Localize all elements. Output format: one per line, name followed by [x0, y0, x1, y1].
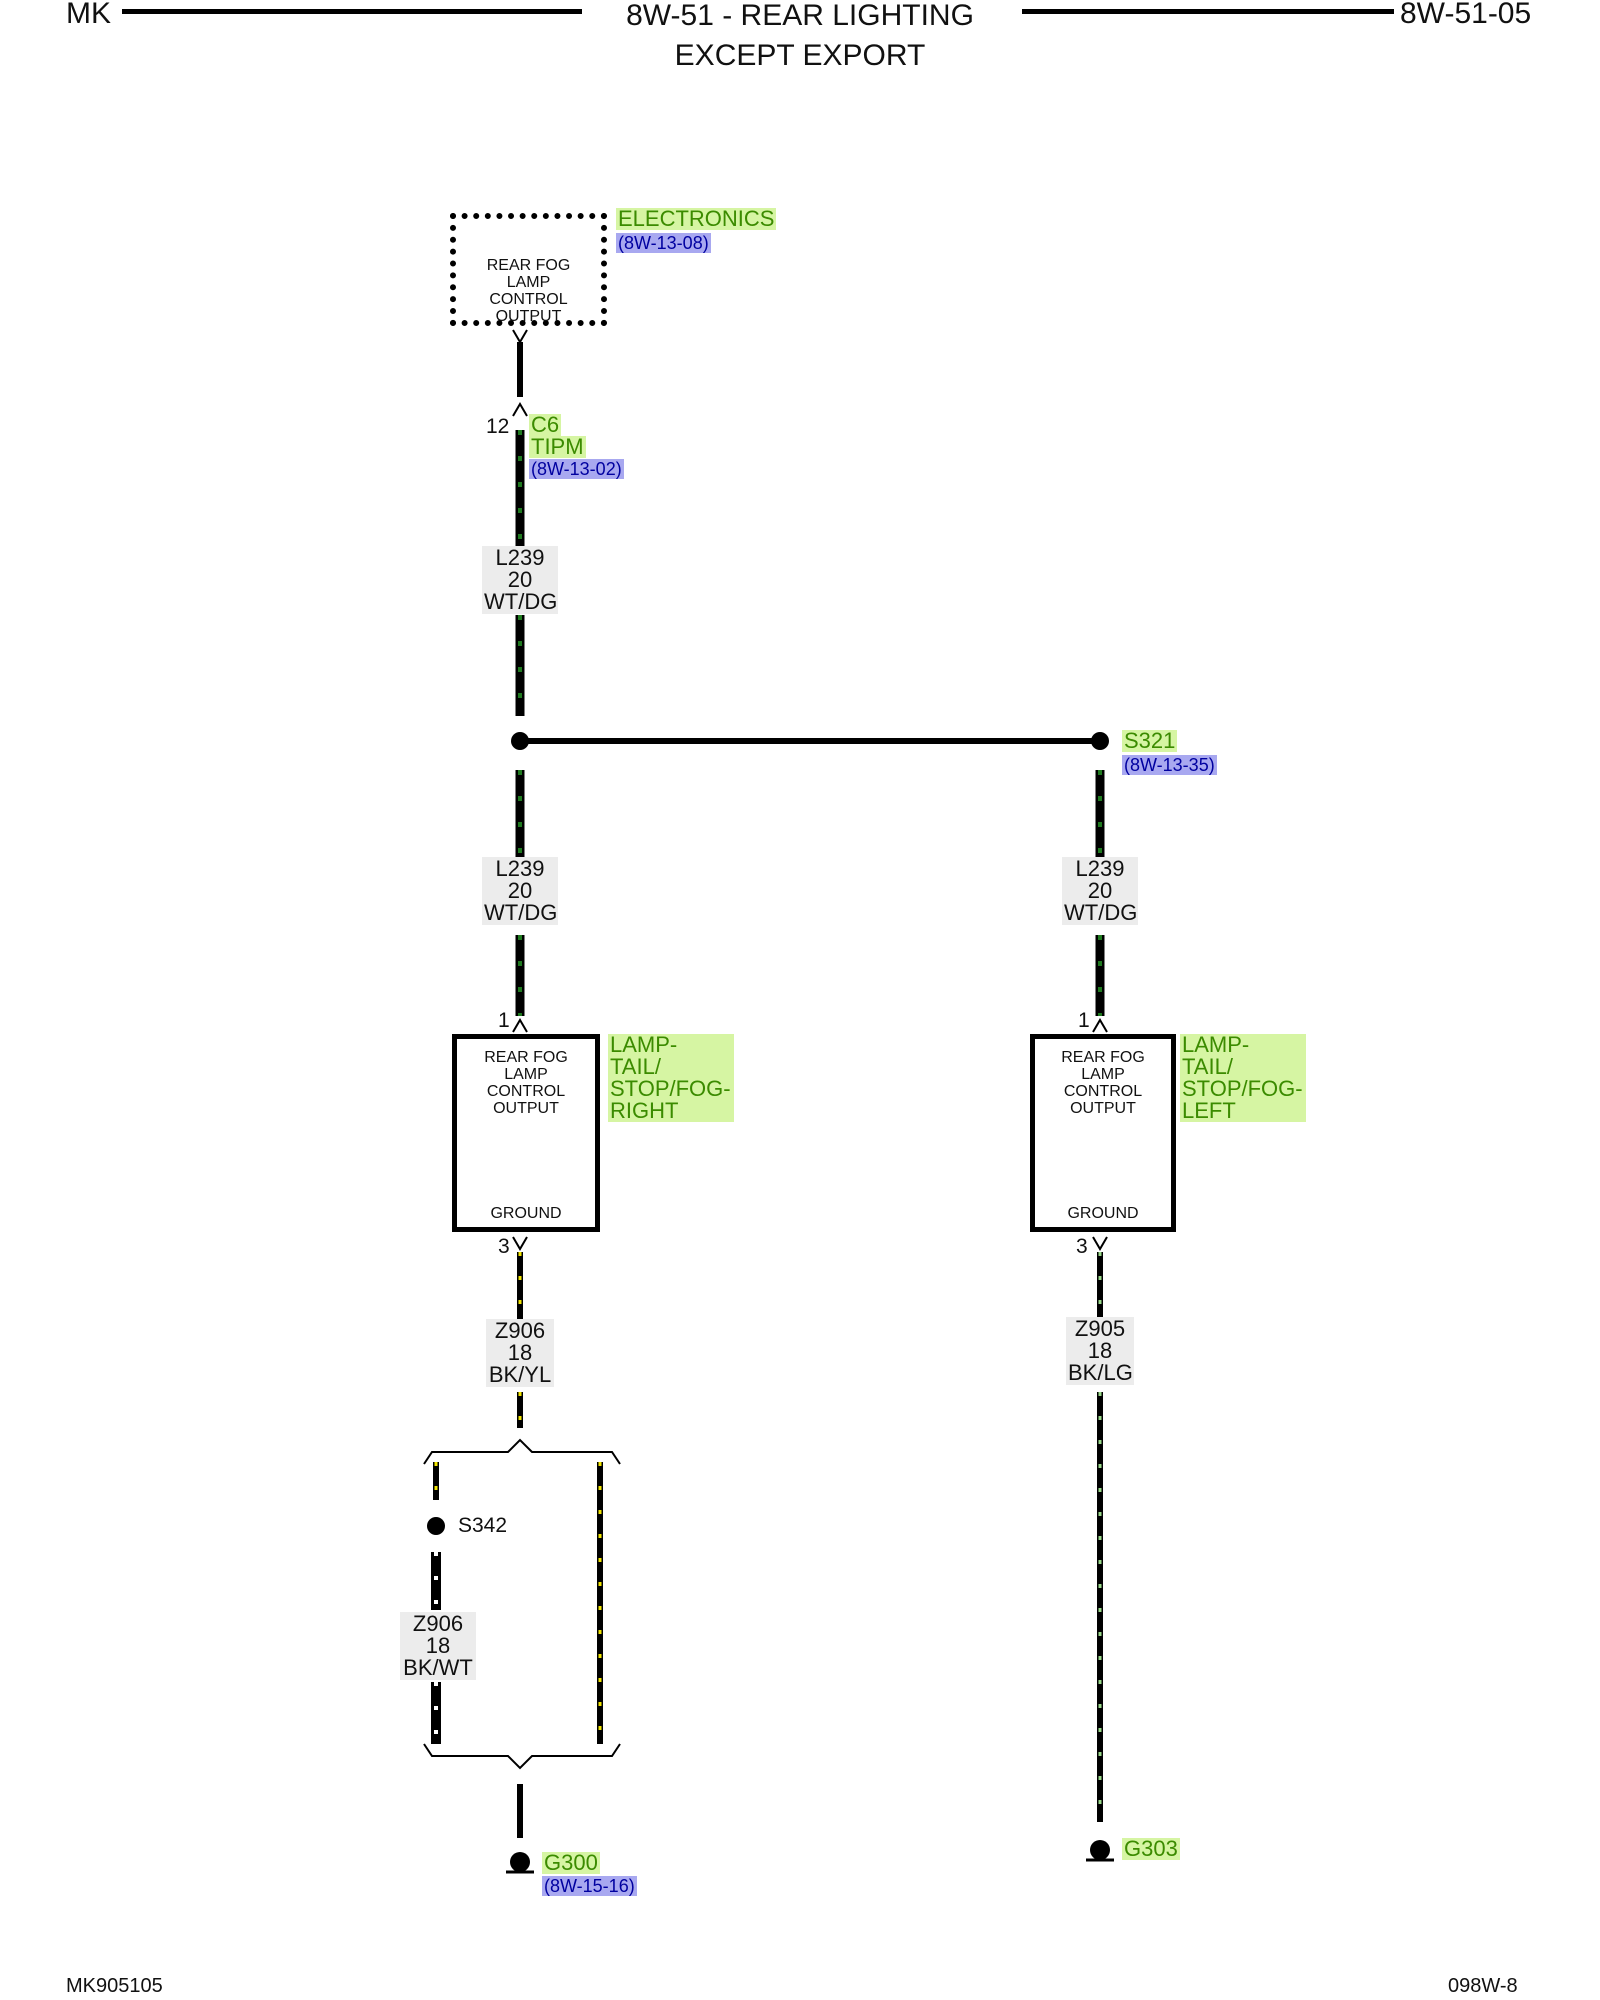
- header-rule-right: [1022, 9, 1394, 14]
- wire-gauge: 18: [425, 1633, 451, 1658]
- electronics-box-line: CONTROL: [489, 291, 568, 308]
- electronics-box-line: OUTPUT: [495, 308, 562, 325]
- wire-color: BK/WT: [403, 1655, 473, 1680]
- lamp-label-line: LEFT: [1182, 1098, 1236, 1123]
- wire-label-z905: Z905 18 BK/LG: [1066, 1317, 1134, 1385]
- lamp-right-pin-in: 1: [498, 1009, 510, 1032]
- ground-dot-g300: [510, 1852, 530, 1872]
- lamp-label-line: LAMP-: [1182, 1032, 1250, 1057]
- electronics-ref-link[interactable]: (8W-13-08): [616, 233, 711, 253]
- ground-dot-g303: [1090, 1840, 1110, 1860]
- lamp-left-pin-in: 1: [1078, 1009, 1090, 1032]
- lamp-box-line: REAR FOG: [484, 1049, 568, 1066]
- lamp-box-line: CONTROL: [1063, 1083, 1143, 1100]
- lamp-box-line: OUTPUT: [493, 1100, 559, 1117]
- lamp-label-line: TAIL/: [1182, 1054, 1233, 1079]
- electronics-label: ELECTRONICS: [616, 206, 777, 231]
- wire-label-z906-top: Z906 18 BK/YL: [486, 1319, 554, 1387]
- page-title: 8W-51 - REAR LIGHTING EXCEPT EXPORT: [500, 0, 1100, 76]
- ground-g303-label: G303: [1122, 1836, 1180, 1861]
- lamp-left-box: REAR FOG LAMP CONTROL OUTPUT GROUND: [1030, 1034, 1176, 1232]
- electronics-module-box: REAR FOG LAMP CONTROL OUTPUT: [450, 213, 607, 326]
- lamp-box-line: OUTPUT: [1070, 1100, 1136, 1117]
- connector-arrow-electronics: [512, 329, 528, 344]
- lamp-left-pin-out: 3: [1076, 1235, 1088, 1258]
- lamp-box-line: REAR FOG: [1061, 1049, 1145, 1066]
- footer-code-left: MK905105: [66, 1975, 163, 1997]
- lamp-ground-label: GROUND: [490, 1205, 562, 1222]
- header-rule-left: [122, 9, 582, 14]
- connector-arrow-lamp-right-out: [512, 1236, 528, 1251]
- splice-dot-left: [511, 732, 529, 750]
- lamp-right-pin-out: 3: [498, 1235, 510, 1258]
- lamp-left-label: LAMP- TAIL/ STOP/FOG- LEFT: [1180, 1034, 1306, 1122]
- wire-label-l239-top: L239 20 WT/DG: [482, 546, 558, 614]
- wire-gauge: 18: [507, 1340, 533, 1365]
- wire-color: BK/YL: [488, 1362, 552, 1387]
- lamp-label-line: TAIL/: [610, 1054, 661, 1079]
- connector-arrow-lamp-left-in: [1092, 1018, 1108, 1033]
- wire-gauge: 20: [1087, 878, 1113, 903]
- connector-arrow-tipm: [512, 402, 528, 417]
- wire-color: WT/DG: [1064, 900, 1138, 925]
- wire-circuit: L239: [1075, 856, 1125, 881]
- tipm-ref-link[interactable]: (8W-13-02): [529, 459, 624, 479]
- wire-gauge: 20: [507, 878, 533, 903]
- wire-color: WT/DG: [484, 900, 558, 925]
- lamp-box-line: LAMP: [1081, 1066, 1125, 1083]
- lamp-label-line: LAMP-: [610, 1032, 678, 1057]
- wire-gauge: 20: [507, 567, 533, 592]
- splice-s342-label: S342: [458, 1514, 508, 1537]
- splice-s321-ref-link[interactable]: (8W-13-35): [1122, 755, 1217, 775]
- lamp-right-box: REAR FOG LAMP CONTROL OUTPUT GROUND: [452, 1034, 600, 1232]
- page-code-right: 8W-51-05: [1400, 0, 1532, 30]
- lamp-ground-label: GROUND: [1067, 1205, 1139, 1222]
- connector-arrow-lamp-left-out: [1092, 1236, 1108, 1251]
- electronics-box-line: REAR FOG: [486, 257, 571, 274]
- wire-label-z906-bottom: Z906 18 BK/WT: [400, 1612, 476, 1680]
- splice-dot-s321: [1091, 732, 1109, 750]
- page-code-left: MK: [66, 0, 111, 30]
- connector-arrow-lamp-right-in: [512, 1018, 528, 1033]
- ground-g300-ref-link[interactable]: (8W-15-16): [542, 1876, 637, 1896]
- wire-circuit: Z906: [412, 1611, 464, 1636]
- splice-s321-label: S321: [1122, 728, 1178, 753]
- wire-circuit: L239: [495, 545, 545, 570]
- lamp-label-line: STOP/FOG-: [610, 1076, 731, 1101]
- tipm-name: TIPM: [529, 434, 586, 459]
- wire-label-l239-right: L239 20 WT/DG: [1062, 857, 1138, 925]
- electronics-box-line: LAMP: [506, 274, 551, 291]
- wire-circuit: Z906: [494, 1318, 546, 1343]
- lamp-label-line: STOP/FOG-: [1182, 1076, 1303, 1101]
- harness-brace-bottom: [423, 1743, 621, 1770]
- lamp-right-label: LAMP- TAIL/ STOP/FOG- RIGHT: [608, 1034, 734, 1122]
- ground-g300-label: G300: [542, 1850, 600, 1875]
- harness-brace-top: [423, 1438, 621, 1465]
- tipm-connector: C6: [529, 412, 562, 437]
- page-title-line1: 8W-51 - REAR LIGHTING: [626, 0, 974, 32]
- wire-color: BK/LG: [1068, 1360, 1133, 1385]
- wire-gauge: 18: [1087, 1338, 1113, 1363]
- wire-circuit: L239: [495, 856, 545, 881]
- lamp-label-line: RIGHT: [610, 1098, 679, 1123]
- wire-label-l239-left: L239 20 WT/DG: [482, 857, 558, 925]
- lamp-box-line: CONTROL: [486, 1083, 566, 1100]
- page-title-line2: EXCEPT EXPORT: [674, 39, 926, 72]
- lamp-box-line: LAMP: [504, 1066, 548, 1083]
- wire-circuit: Z905: [1074, 1316, 1126, 1341]
- splice-dot-s342: [427, 1517, 445, 1535]
- wire-color: WT/DG: [484, 589, 558, 614]
- footer-code-right: 098W-8: [1448, 1975, 1518, 1997]
- tipm-pin: 12: [486, 415, 510, 438]
